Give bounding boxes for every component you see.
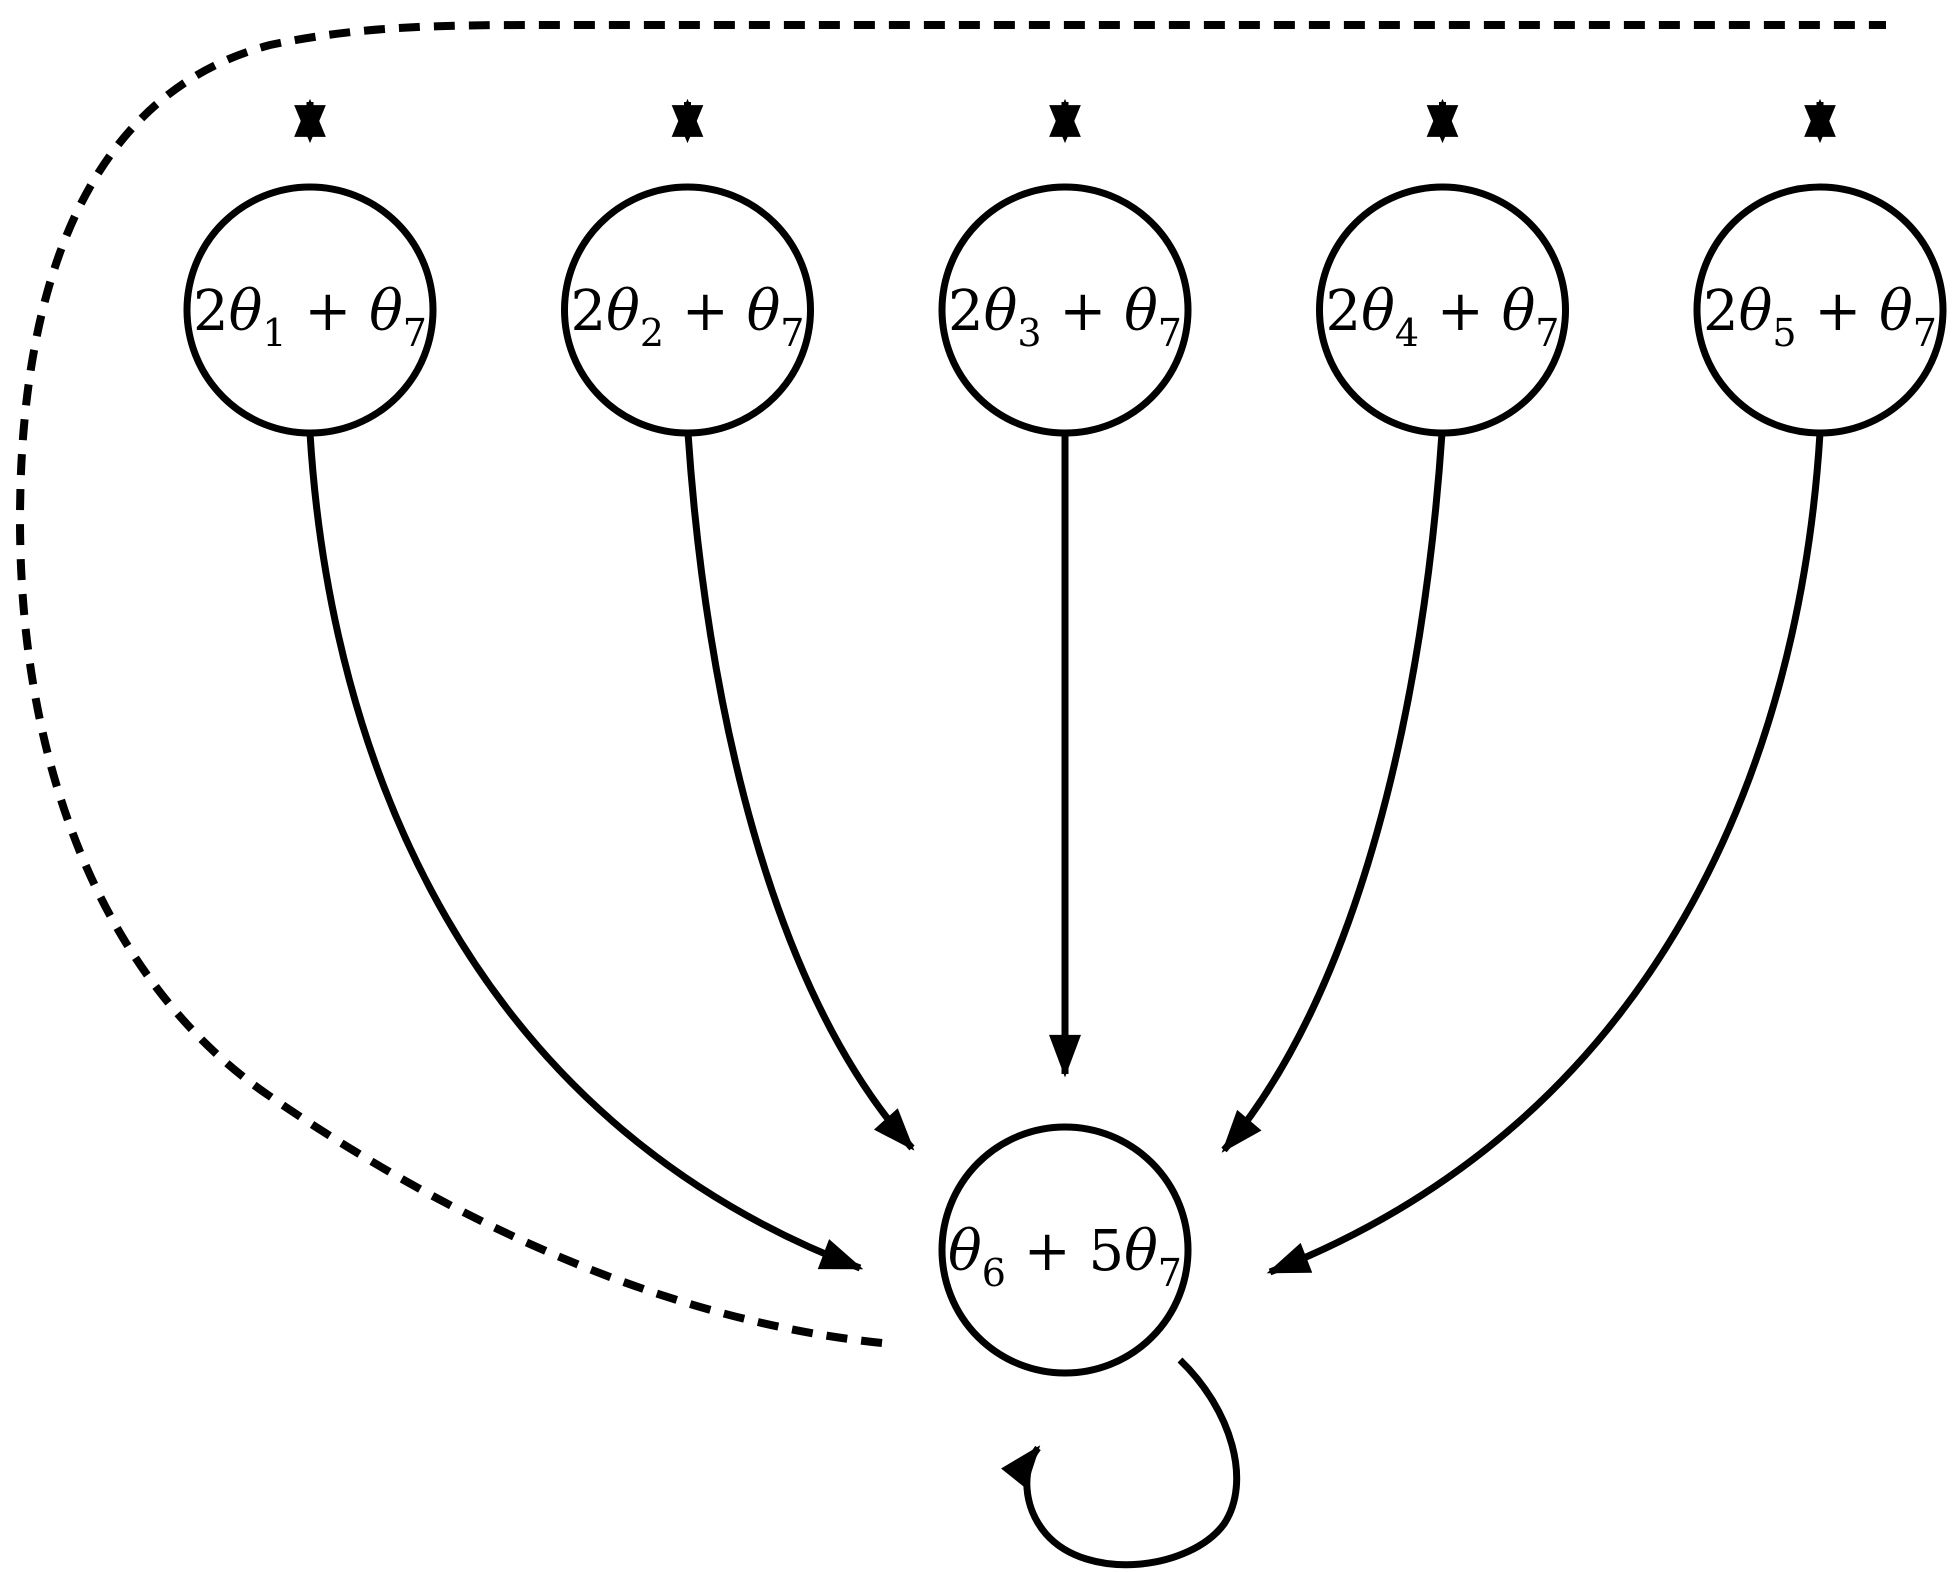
node-4-label: 2θ4 + θ7	[1326, 279, 1560, 355]
node-2theta3-plus-theta7: 2θ3 + θ7	[938, 183, 1192, 437]
center-node-label: θ6 + 5θ7	[948, 1219, 1182, 1295]
node-4-circle	[1316, 183, 1569, 437]
node-2-label: 2θ2 + θ7	[571, 279, 805, 355]
edge-node5-to-center	[1266, 432, 1824, 1276]
node-2theta1-plus-theta7: 2θ1 + θ7	[183, 183, 437, 437]
node-2theta5-plus-theta7: 2θ5 + θ7	[1693, 183, 1947, 437]
node-2-circle	[561, 183, 814, 437]
node-theta6-plus-5theta7: θ6 + 5θ7	[938, 1123, 1192, 1377]
hyperprior-dashed-path	[15, 21, 1886, 1347]
node-5-circle	[1693, 183, 1947, 437]
node-1-circle	[183, 183, 437, 437]
center-self-loop	[1001, 1357, 1241, 1569]
edge-node4-to-center	[1221, 432, 1446, 1153]
edge-node2-to-center	[684, 432, 915, 1151]
node-5-label: 2θ5 + θ7	[1703, 279, 1937, 355]
node-3-label: 2θ3 + θ7	[948, 279, 1182, 355]
node-1-label: 2θ1 + θ7	[193, 279, 427, 355]
node-2theta4-plus-theta7: 2θ4 + θ7	[1316, 183, 1569, 437]
edge-node1-to-center	[306, 432, 864, 1272]
node-2theta2-plus-theta7: 2θ2 + θ7	[561, 183, 814, 437]
center-node-circle	[938, 1123, 1192, 1377]
node-3-circle	[938, 183, 1192, 437]
